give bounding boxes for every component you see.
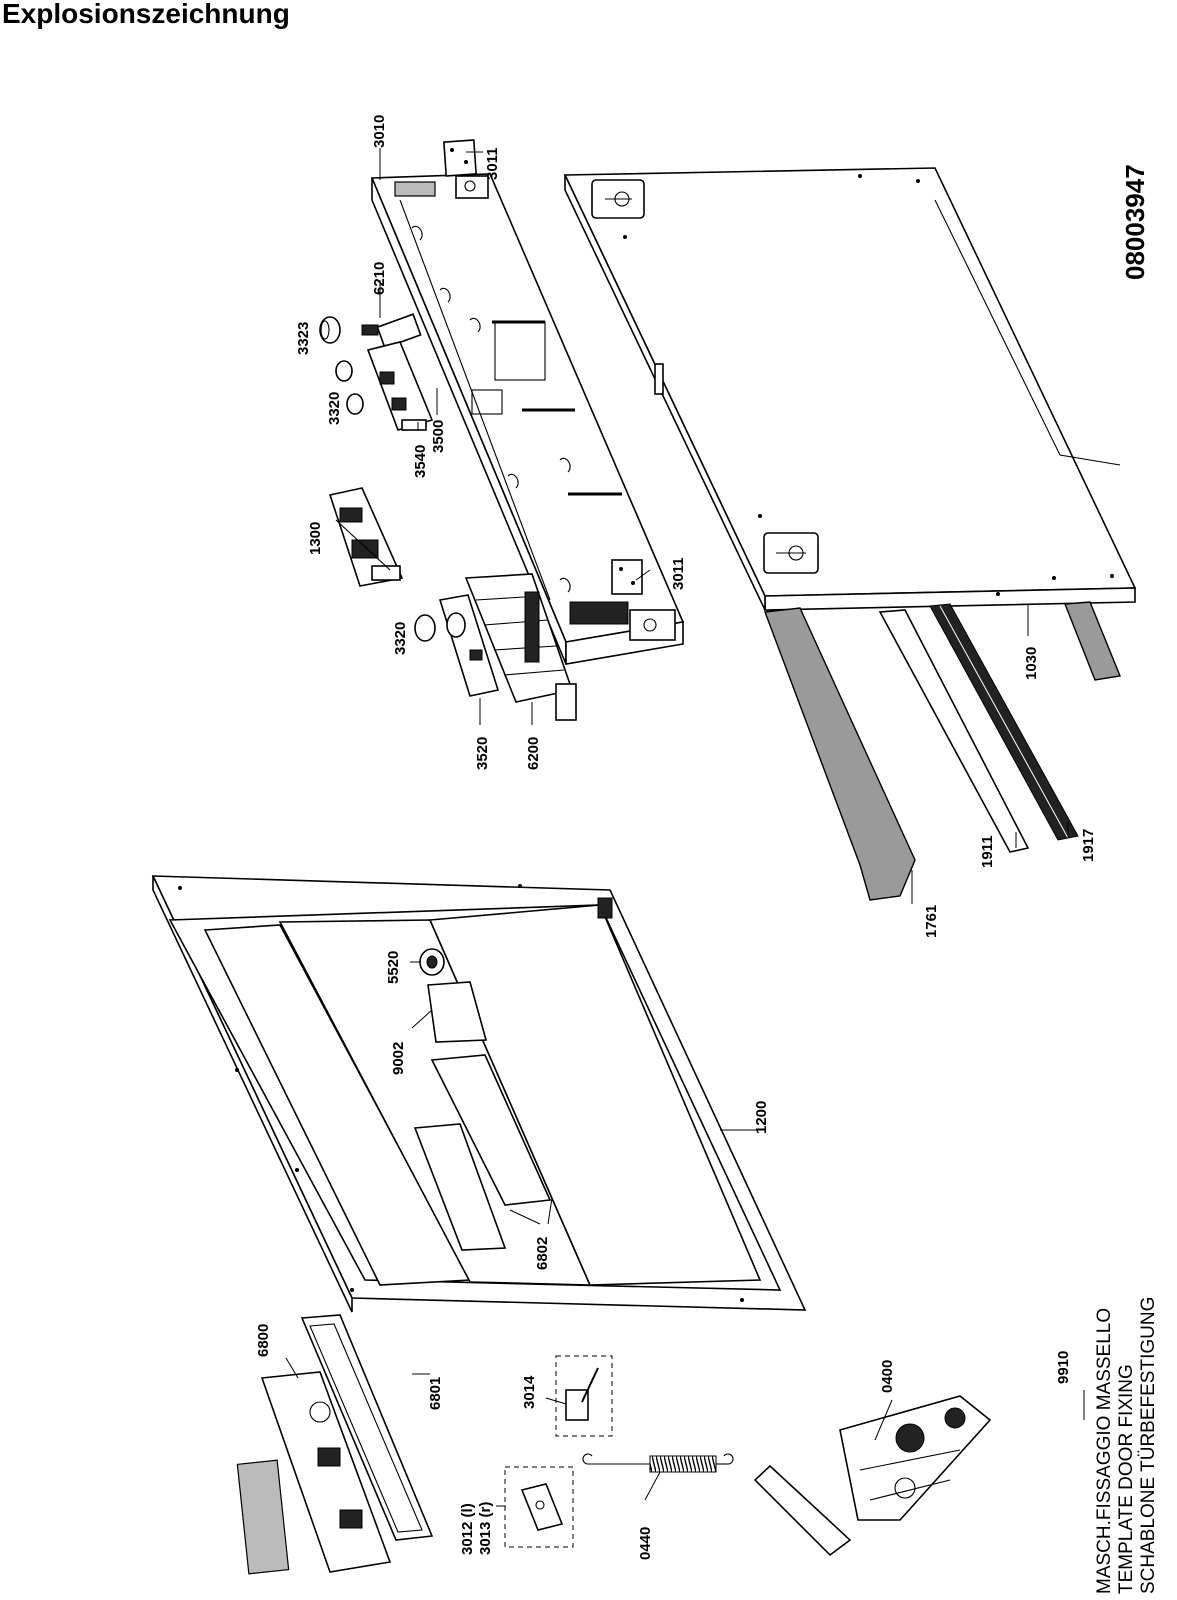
part-3014-box [555,1355,613,1437]
label-6200: 6200 [525,737,542,770]
hinge-0400 [753,1395,992,1557]
label-3320-lower: 3320 [392,622,409,655]
electronic-board-3500 [366,341,434,431]
label-3012: 3012 (l) [459,1503,476,1555]
label-6210: 6210 [371,262,388,295]
label-6802: 6802 [534,1237,551,1270]
label-3323: 3323 [295,322,312,355]
template-note-line3: SCHABLONE TÜRBEFESTIGUNG [1138,1297,1159,1594]
label-3520: 3520 [474,737,491,770]
label-1917: 1917 [1080,829,1097,862]
rail-1911 [878,609,1030,853]
foam-strip-right [1064,601,1121,681]
label-3014: 3014 [521,1375,538,1409]
template-note: MASCH.FISSAGGIO MASSELLO TEMPLATE DOOR F… [1094,1297,1159,1594]
leader-lines [285,148,1085,1507]
page-title: Explosionszeichnung [2,0,290,29]
label-5520: 5520 [385,951,402,984]
switch-6210 [361,313,422,349]
label-3500: 3500 [430,420,447,453]
rail-1917 [929,603,1079,841]
label-6801: 6801 [427,1377,444,1410]
part-labels: 3010 3011 6210 3323 3320 3540 3500 1300 … [255,115,1097,1560]
label-1030: 1030 [1023,647,1040,680]
knob-holder-3520 [438,594,500,697]
label-3011-top: 3011 [484,147,501,180]
detergent-dispenser-mount-9002 [427,981,488,1043]
label-1200: 1200 [753,1101,770,1134]
label-0400: 0400 [879,1360,896,1393]
gasket-6801 [300,1314,434,1541]
spring-0440 [582,1453,734,1473]
template-note-line2: TEMPLATE DOOR FIXING [1116,1364,1137,1594]
label-3320-upper: 3320 [326,392,343,425]
insulation-strip-1761 [764,607,916,901]
knob-3323 [319,316,341,344]
dispenser-6800 [236,1371,392,1575]
label-6800: 6800 [255,1324,272,1357]
door-lock-1300 [328,487,404,587]
drawing-number: 08003947 [1120,164,1150,280]
label-1911: 1911 [979,835,996,868]
control-panel-frame [370,173,685,665]
programmer-6200 [464,573,577,721]
label-0440: 0440 [637,1527,654,1560]
label-3540: 3540 [412,445,429,478]
label-1300: 1300 [307,522,324,555]
label-9910: 9910 [1055,1351,1072,1384]
bracket-3011-top [442,139,478,177]
inner-door-1200 [151,875,807,1313]
knob-3320-upper-b [346,393,364,415]
dispenser-5520 [419,948,445,976]
knob-3320-upper-a [335,360,353,382]
outer-door-panel [563,167,1137,611]
template-note-line1: MASCH.FISSAGGIO MASSELLO [1094,1308,1115,1594]
knob-3320-lower [414,614,436,642]
label-9002: 9002 [390,1042,407,1075]
label-3013: 3013 (r) [477,1502,494,1555]
label-1761: 1761 [923,905,940,938]
part-3012-3013-box [504,1466,574,1548]
label-3011-lower: 3011 [670,557,687,590]
label-3010: 3010 [371,115,388,148]
